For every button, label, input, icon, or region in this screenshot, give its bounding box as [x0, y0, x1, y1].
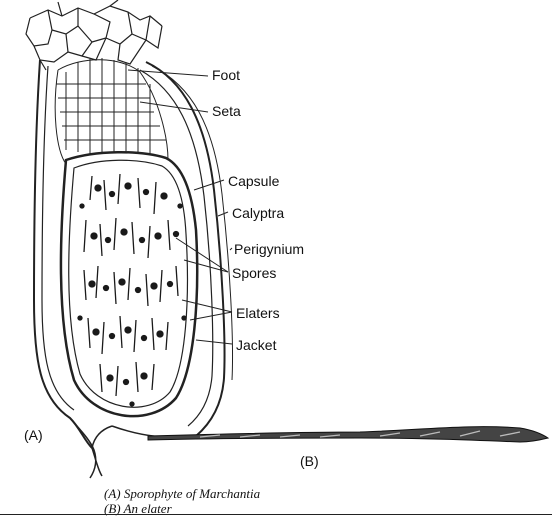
label-perigynium: Perigynium	[234, 241, 304, 257]
label-calyptra: Calyptra	[232, 205, 284, 221]
leader-jacket	[196, 340, 232, 344]
label-panel-a: (A)	[24, 427, 43, 443]
bottom-rule	[0, 514, 552, 515]
stalk-lines	[70, 418, 102, 478]
label-spores: Spores	[232, 265, 276, 281]
label-seta: Seta	[212, 103, 241, 119]
label-jacket: Jacket	[236, 337, 277, 353]
foot-seta-tissue	[55, 58, 168, 164]
leader-foot	[128, 70, 208, 76]
elater-illustration	[148, 427, 548, 442]
caption-line-a: (A) Sporophyte of Marchantia	[104, 486, 260, 502]
label-capsule: Capsule	[228, 173, 280, 189]
leader-calyptra	[218, 212, 228, 216]
capsule-body	[61, 152, 197, 416]
leader-capsule	[194, 180, 224, 190]
label-foot: Foot	[212, 67, 240, 83]
leader-perigynium	[230, 248, 232, 250]
label-panel-b: (B)	[300, 453, 319, 469]
label-elaters: Elaters	[236, 305, 280, 321]
